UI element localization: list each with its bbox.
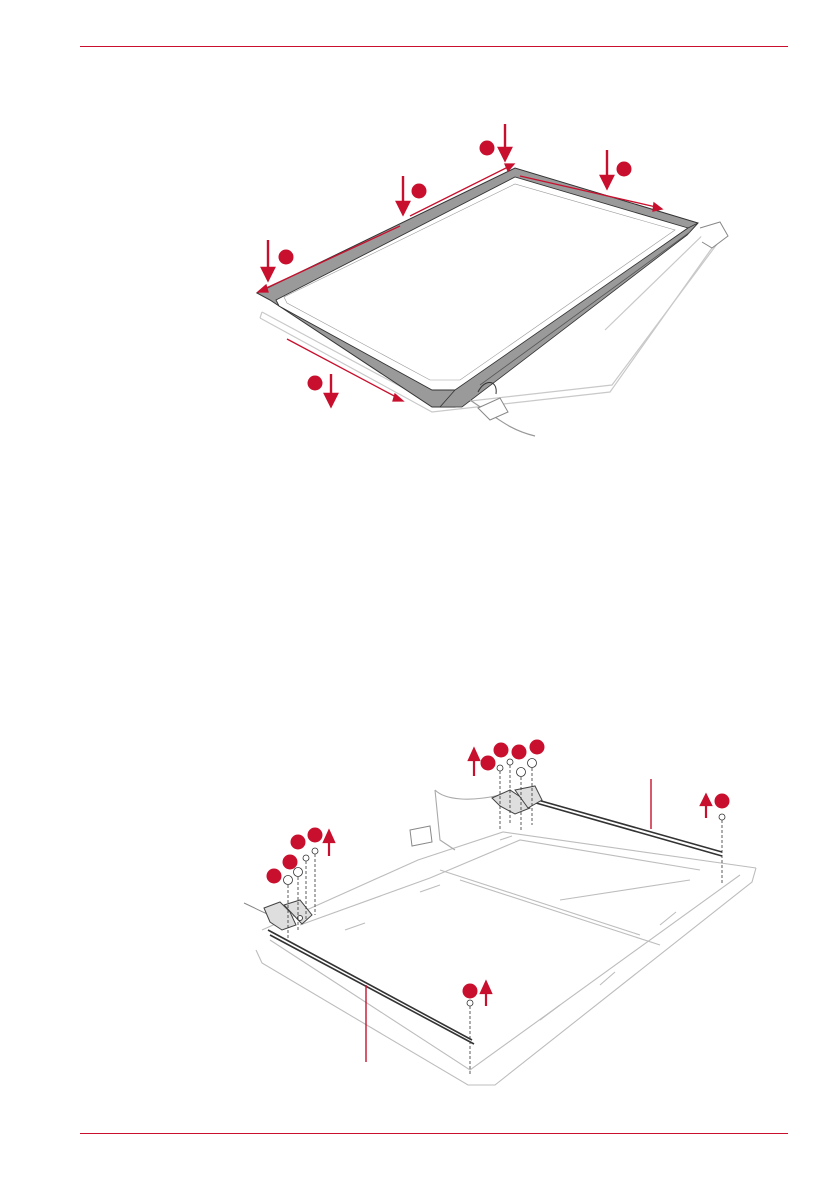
callout-marker <box>480 141 495 156</box>
callout-markers <box>267 740 730 999</box>
lift-up-arrows <box>324 749 711 1006</box>
screw <box>497 765 503 771</box>
display-mask-illustration <box>0 110 840 450</box>
display-mask-figure <box>0 110 840 450</box>
leader-lines <box>366 779 651 1062</box>
callout-marker <box>291 835 306 850</box>
screw <box>467 1000 473 1006</box>
screw-washer <box>294 868 303 877</box>
callout-marker <box>308 828 323 843</box>
callout-marker <box>267 869 282 884</box>
screw <box>312 848 318 854</box>
callout-marker <box>617 162 632 177</box>
screw <box>303 855 309 861</box>
display-hinge-figure <box>0 735 840 1095</box>
callout-marker <box>463 984 478 999</box>
screw <box>719 814 725 820</box>
right-hinge <box>492 786 542 814</box>
display-hinge-illustration <box>0 735 840 1095</box>
callout-marker <box>715 794 730 809</box>
display-back-cover <box>256 832 756 1085</box>
callout-marker <box>494 743 509 758</box>
header-rule <box>80 46 788 47</box>
callout-marker <box>283 855 298 870</box>
callout-marker <box>530 740 545 755</box>
screw-washer <box>517 768 526 777</box>
callout-marker <box>412 184 427 199</box>
callout-marker <box>512 745 527 760</box>
callout-marker <box>481 756 496 771</box>
footer-rule <box>80 1133 788 1134</box>
screw-washer <box>528 759 537 768</box>
screw <box>507 759 513 765</box>
callout-marker <box>279 250 294 265</box>
screw-washer <box>284 876 293 885</box>
callout-marker <box>308 376 323 391</box>
